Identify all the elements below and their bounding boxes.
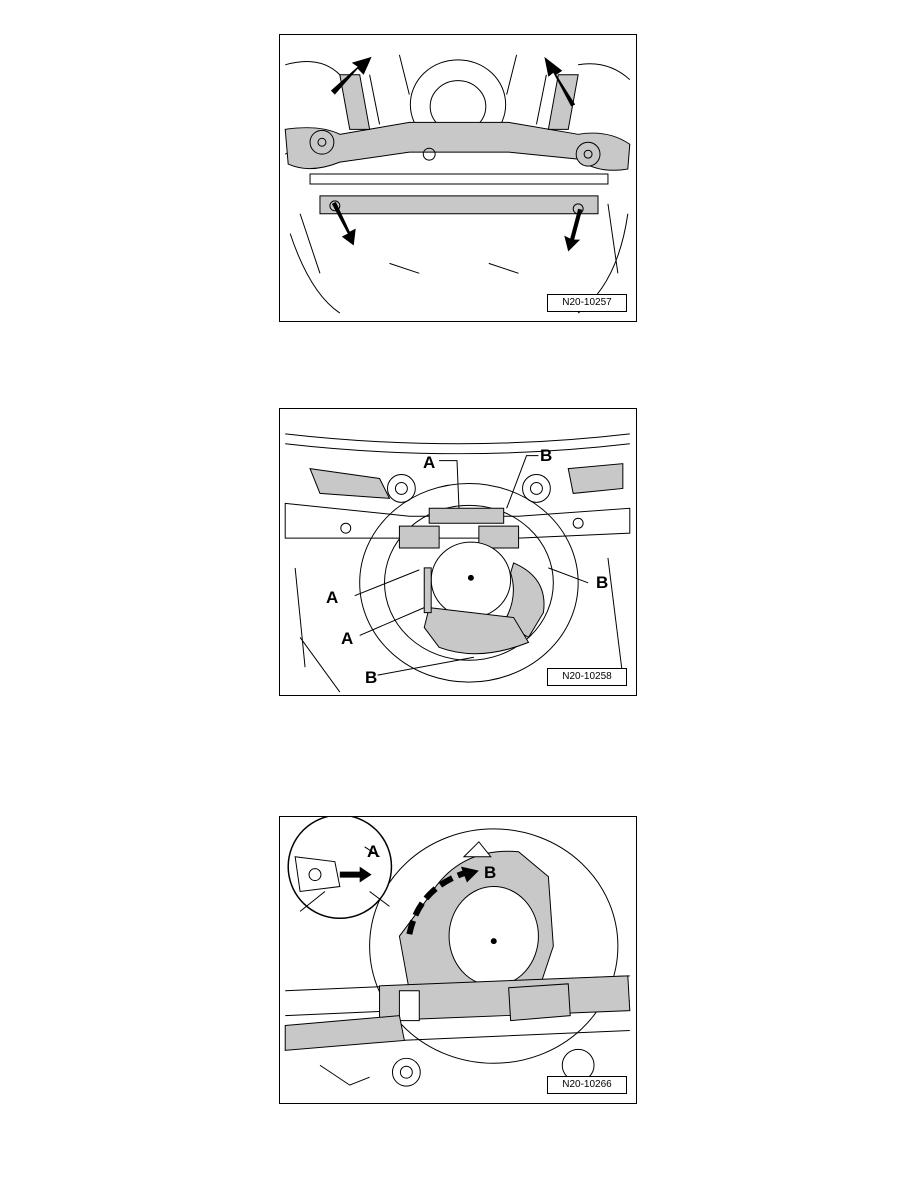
figure-code: N20-10258 [547, 668, 627, 686]
figure-3-drawing [284, 817, 631, 1087]
callout-label: A [326, 588, 339, 607]
callout-label: B [540, 446, 553, 465]
callout-label: B [365, 668, 378, 687]
callout-label: A [341, 629, 354, 648]
callout-label: A [367, 842, 380, 861]
figure-2: A B B A A B N20-10258 [279, 408, 637, 696]
figure-code: N20-10266 [547, 1076, 627, 1094]
figure-2-drawing [284, 433, 631, 693]
figure-3: A B N20-10266 [279, 816, 637, 1104]
figure-code: N20-10257 [547, 294, 627, 312]
callout-label: B [596, 573, 609, 592]
figure-1: N20-10257 [279, 34, 637, 322]
figure-1-drawing [284, 54, 631, 314]
callout-label: A [423, 453, 436, 472]
callout-label: B [484, 863, 497, 882]
